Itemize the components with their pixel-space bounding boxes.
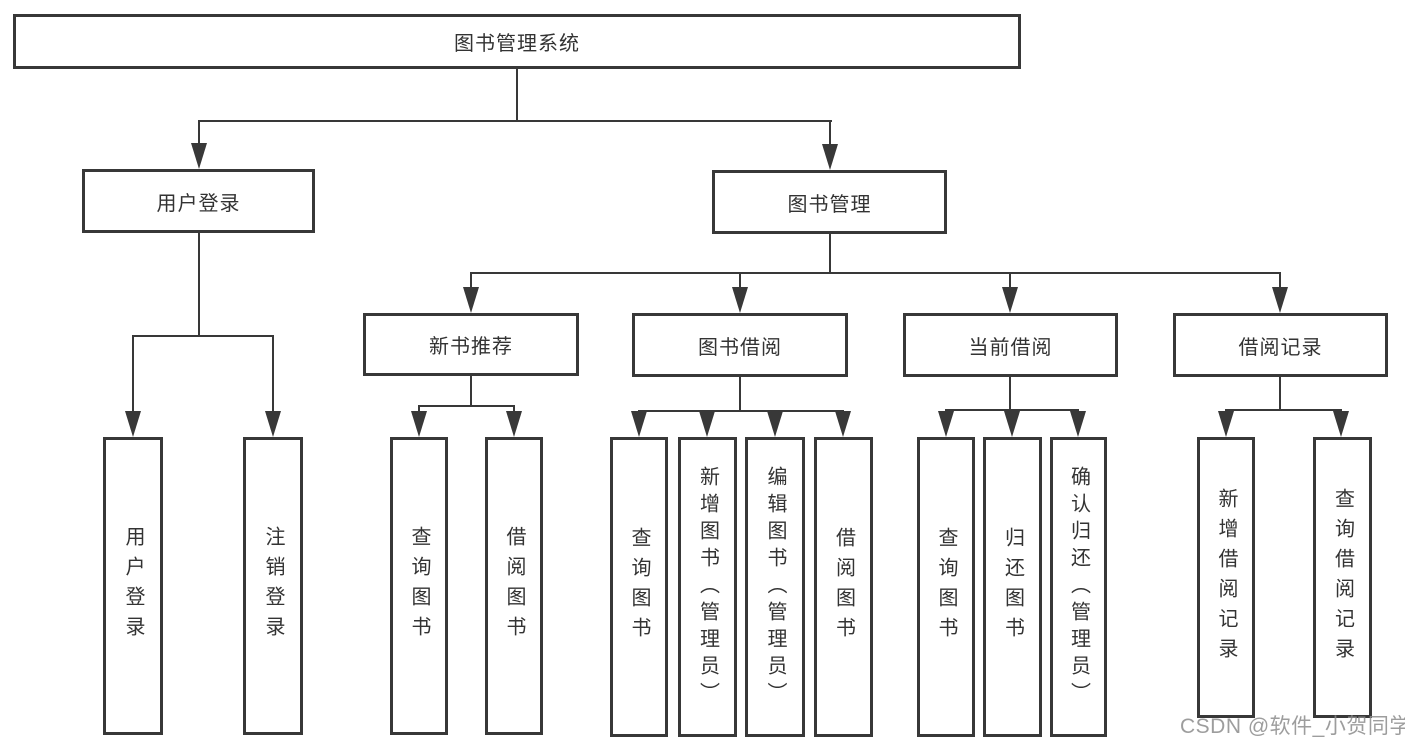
node-label: 当前借阅 xyxy=(968,336,1053,359)
node-current-borrowing: 当前借阅 xyxy=(903,313,1118,377)
connector-line xyxy=(1009,377,1011,410)
leaf-current-return-book: 归还图书 xyxy=(983,437,1042,737)
node-label: 用户登录 xyxy=(156,192,241,215)
connector-line xyxy=(516,69,518,122)
arrow-down-icon xyxy=(835,411,851,437)
connector-line xyxy=(739,377,741,411)
node-label: 图书管理系统 xyxy=(454,33,580,55)
node-label: 注销登录 xyxy=(262,526,284,646)
arrow-down-icon xyxy=(1218,411,1234,437)
connector-line xyxy=(1279,377,1281,410)
connector-line xyxy=(198,122,200,145)
arrow-down-icon xyxy=(265,411,281,437)
connector-line xyxy=(470,274,472,288)
arrow-down-icon xyxy=(1272,287,1288,313)
node-label: 新增借阅记录 xyxy=(1215,487,1237,668)
arrow-down-icon xyxy=(506,411,522,437)
arrow-down-icon xyxy=(1002,287,1018,313)
connector-line xyxy=(829,234,831,274)
connector-line xyxy=(945,409,1079,411)
leaf-current-query-book: 查询图书 xyxy=(917,437,975,737)
node-label: 借阅图书 xyxy=(832,527,855,647)
arrow-down-icon xyxy=(411,411,427,437)
arrow-down-icon xyxy=(732,287,748,313)
arrow-down-icon xyxy=(191,143,207,169)
leaf-borrow-add-book-admin: 新增图书（管理员） xyxy=(678,437,737,737)
arrow-down-icon xyxy=(1004,411,1020,437)
arrow-down-icon xyxy=(767,411,783,437)
node-label: 查询图书 xyxy=(628,527,650,647)
arrow-down-icon xyxy=(1333,411,1349,437)
connector-line xyxy=(829,122,831,145)
node-label: 确认归还（管理员） xyxy=(1067,465,1090,709)
node-label: 查询借阅记录 xyxy=(1331,487,1354,668)
leaf-newrec-query-book: 查询图书 xyxy=(390,437,448,735)
node-book-management: 图书管理 xyxy=(712,170,947,234)
node-new-book-recommend: 新书推荐 xyxy=(363,313,579,376)
connector-line xyxy=(739,274,741,288)
leaf-record-query-borrow-record: 查询借阅记录 xyxy=(1313,437,1372,718)
watermark-text: CSDN @软件_小贺同学 xyxy=(1180,715,1405,738)
arrow-down-icon xyxy=(1070,411,1086,437)
node-borrowing-records: 借阅记录 xyxy=(1173,313,1388,377)
connector-line xyxy=(470,272,1281,274)
node-library-management-system: 图书管理系统 xyxy=(13,14,1021,69)
arrow-down-icon xyxy=(822,144,838,170)
arrow-down-icon xyxy=(631,411,647,437)
node-book-borrowing: 图书借阅 xyxy=(632,313,848,377)
node-label: 图书借阅 xyxy=(698,336,782,359)
node-user-login: 用户登录 xyxy=(82,169,315,233)
arrow-down-icon xyxy=(699,411,715,437)
connector-line xyxy=(513,407,515,413)
leaf-record-add-borrow-record: 新增借阅记录 xyxy=(1197,437,1255,718)
leaf-user-login: 用户登录 xyxy=(103,437,163,735)
connector-line xyxy=(1279,274,1281,288)
leaf-current-confirm-return-admin: 确认归还（管理员） xyxy=(1050,437,1107,737)
leaf-newrec-borrow-book: 借阅图书 xyxy=(485,437,543,735)
node-label: 图书管理 xyxy=(787,193,872,216)
node-label: 编辑图书（管理员） xyxy=(764,465,786,709)
node-label: 新书推荐 xyxy=(429,336,513,358)
connector-line xyxy=(198,233,200,337)
arrow-down-icon xyxy=(938,411,954,437)
connector-line xyxy=(132,337,134,412)
node-label: 查询图书 xyxy=(408,526,430,646)
arrow-down-icon xyxy=(125,411,141,437)
connector-line xyxy=(418,407,420,413)
leaf-borrow-edit-book-admin: 编辑图书（管理员） xyxy=(745,437,805,737)
leaf-logout: 注销登录 xyxy=(243,437,303,735)
arrow-down-icon xyxy=(463,287,479,313)
node-label: 新增图书（管理员） xyxy=(696,465,719,709)
connector-line xyxy=(1225,409,1342,411)
node-label: 归还图书 xyxy=(1001,527,1024,647)
connector-line xyxy=(132,335,274,337)
node-label: 借阅图书 xyxy=(503,526,525,646)
node-label: 查询图书 xyxy=(935,527,957,647)
connector-line xyxy=(198,120,832,122)
connector-line xyxy=(470,376,472,407)
connector-line xyxy=(1009,274,1011,288)
connector-line xyxy=(638,410,844,412)
node-label: 用户登录 xyxy=(122,526,144,646)
connector-line xyxy=(418,405,515,407)
leaf-borrow-borrow-book: 借阅图书 xyxy=(814,437,873,737)
node-label: 借阅记录 xyxy=(1238,336,1323,359)
leaf-borrow-query-book: 查询图书 xyxy=(610,437,668,737)
connector-line xyxy=(272,337,274,412)
